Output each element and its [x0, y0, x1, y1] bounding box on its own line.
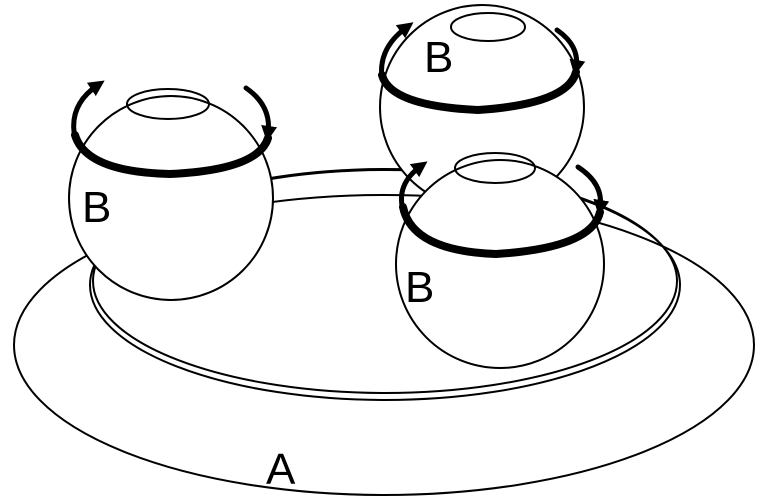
platform-inner-ellipse-rim — [92, 168, 678, 394]
sphere-left — [68, 80, 278, 301]
sphere-top-right — [378, 4, 586, 210]
label-sphere-top-right: B — [424, 33, 453, 82]
platform-inner-ellipse — [89, 169, 681, 401]
label-sphere-left: B — [82, 183, 111, 232]
label-platform: A — [266, 445, 296, 494]
sphere-front-right — [395, 152, 610, 369]
platform-outer-ellipse — [13, 194, 755, 496]
label-sphere-front-right: B — [405, 263, 434, 312]
